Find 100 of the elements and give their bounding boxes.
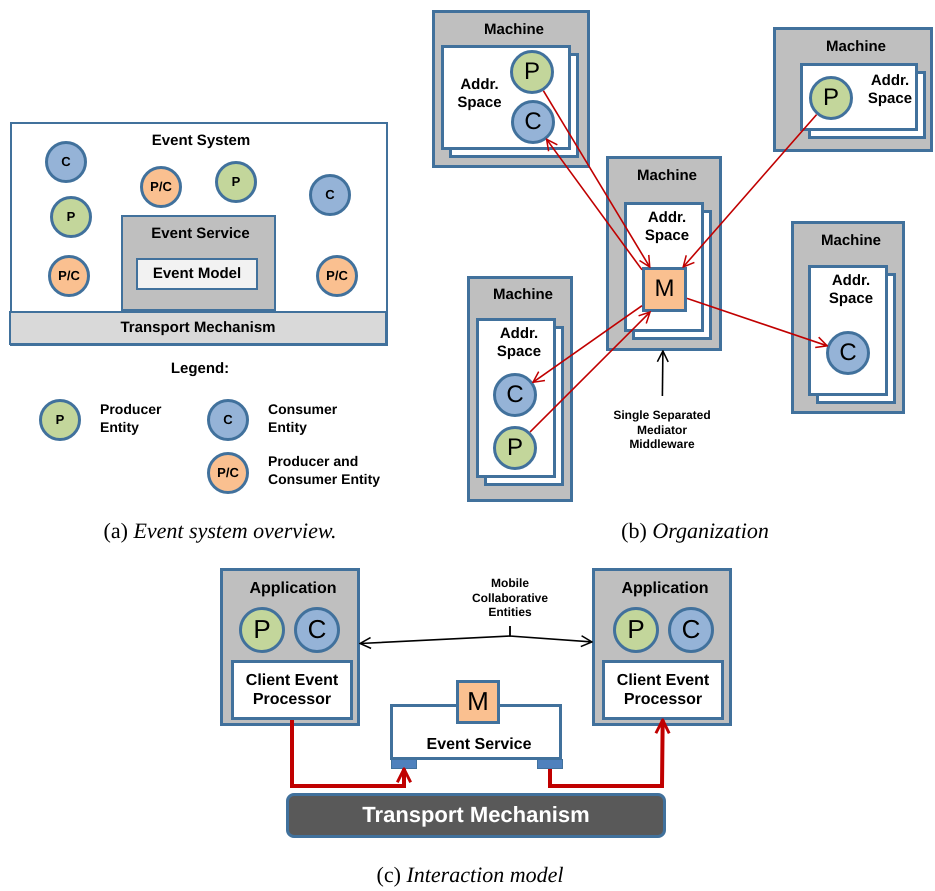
system-box [10, 122, 388, 346]
title-text: Machine [482, 21, 545, 39]
node-label: Single Separated Mediator Middleware [612, 408, 712, 452]
node-letter: P [66, 209, 76, 225]
consumer-circle [294, 607, 340, 653]
producer-consumer-circle [48, 255, 90, 297]
arrow [548, 718, 671, 788]
arrow [509, 626, 593, 648]
title-text: Addr. Space [828, 272, 874, 308]
node-letter: P [822, 84, 839, 112]
node-letter: C [839, 338, 857, 368]
consumer-circle [668, 607, 714, 653]
node-label: Client Event Processor [616, 670, 710, 710]
caption-text: (c) Interaction model [376, 862, 564, 888]
arrow [682, 114, 818, 268]
title-text: Machine [820, 232, 882, 250]
machine-box [791, 221, 905, 414]
node-letter: P/C [326, 268, 348, 284]
title-text: Addr. Space [866, 72, 914, 108]
title-text: Addr. Space [496, 325, 542, 361]
node-label: Transport Mechanism [120, 319, 276, 337]
producer-circle [50, 196, 92, 238]
arrow [290, 720, 412, 788]
address-space-box [476, 318, 556, 478]
model-box [136, 258, 258, 290]
producer-consumer-circle [207, 452, 249, 494]
node-letter: P [232, 174, 240, 190]
title-text: Event Service [426, 735, 532, 754]
node-letter: M [467, 686, 489, 718]
transport-bar [286, 793, 666, 838]
consumer-circle [207, 399, 249, 441]
arrow [530, 311, 651, 433]
node-letter: C [308, 614, 326, 646]
consumer-circle [511, 100, 555, 144]
legend-text: Producer and Consumer Entity [268, 452, 382, 488]
transport-band [9, 311, 387, 345]
producer-consumer-circle [140, 166, 182, 208]
caption-text: (a) Event system overview. [102, 518, 338, 544]
title-text: Event System [150, 132, 252, 150]
title-text: Event Service [150, 225, 251, 243]
title-text: Machine [636, 167, 698, 185]
node-letter: P [506, 434, 523, 462]
node-letter: P [524, 58, 540, 86]
address-space-box [800, 63, 918, 131]
producer-circle [510, 50, 554, 94]
producer-circle [809, 76, 853, 120]
node-label: Mobile Collaborative Entities [470, 576, 550, 620]
mediator-box [456, 680, 500, 724]
service-box [121, 215, 276, 311]
title-text: Application [248, 579, 338, 598]
producer-circle [215, 161, 257, 203]
node-letter: P [56, 412, 64, 428]
node-letter: P/C [217, 465, 239, 481]
arrow [546, 138, 643, 270]
node-letter: P/C [150, 179, 172, 195]
arrow [542, 90, 650, 268]
node-letter: C [682, 614, 700, 646]
producer-circle [39, 399, 81, 441]
legend-text: Producer Entity [100, 400, 162, 436]
consumer-circle [45, 141, 87, 183]
consumer-circle [493, 373, 537, 417]
title-text: Machine [492, 286, 554, 304]
legend-heading: Legend: [170, 360, 230, 377]
caption-text: (b) Organization [620, 518, 770, 544]
address-space-box [808, 265, 888, 396]
application-box [592, 568, 732, 726]
machine-box [432, 10, 590, 168]
mediator-box [642, 267, 687, 312]
machine-box [773, 27, 933, 152]
node-label: Transport Mechanism [362, 802, 590, 829]
title-text: Addr. Space [456, 76, 503, 112]
port-block [391, 759, 417, 769]
producer-consumer-circle [316, 255, 358, 297]
consumer-circle [309, 174, 351, 216]
node-letter: C [223, 412, 233, 428]
node-letter: M [654, 275, 674, 304]
node-label: Event Model [152, 265, 242, 283]
arrow [656, 350, 669, 396]
node-letter: P [253, 614, 271, 646]
legend-text: Consumer Entity [268, 400, 338, 436]
node-letter: C [524, 108, 542, 136]
title-text: Application [620, 579, 710, 598]
address-space-box [624, 202, 704, 332]
node-letter: P/C [58, 268, 80, 284]
processor-box [602, 660, 724, 720]
producer-circle [493, 426, 537, 470]
processor-box [231, 660, 353, 720]
title-text: Addr. Space [644, 209, 690, 245]
producer-circle [239, 607, 285, 653]
consumer-circle [826, 331, 870, 375]
address-space-box [441, 45, 571, 150]
node-label: Client Event Processor [244, 670, 340, 710]
application-box [220, 568, 360, 726]
machine-box [467, 276, 573, 502]
node-letter: P [627, 614, 645, 646]
node-letter: C [325, 187, 335, 203]
port-block [537, 759, 563, 769]
node-letter: C [506, 380, 524, 410]
machine-box [606, 156, 722, 351]
node-letter: C [61, 154, 71, 170]
